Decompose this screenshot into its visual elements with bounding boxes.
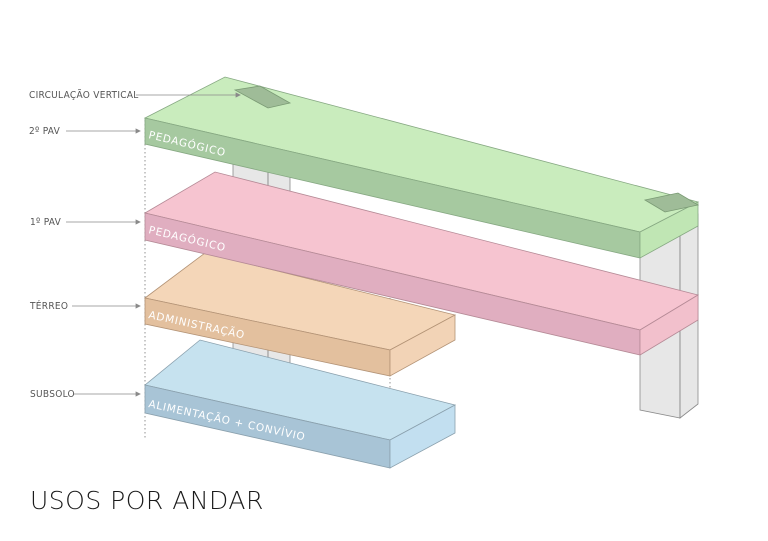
page-title: USOS POR ANDAR bbox=[30, 486, 264, 515]
slab-subsolo-side bbox=[389, 404, 456, 469]
circulation-opening-right bbox=[643, 192, 700, 213]
slab-pav2 bbox=[143, 76, 700, 259]
label-2-pav: 2º PAV bbox=[29, 126, 61, 137]
slab-pav1-side bbox=[639, 294, 699, 356]
slab-terreo-side bbox=[389, 314, 456, 377]
slab-terreo bbox=[144, 252, 457, 377]
circulation-opening-center bbox=[233, 85, 292, 109]
slab-pav1 bbox=[143, 171, 700, 356]
leader-lines bbox=[66, 92, 241, 397]
slab-subsolo bbox=[144, 339, 457, 469]
label-terreo: TÉRREO bbox=[29, 299, 68, 312]
label-circulacao-vertical: CIRCULAÇÃO VERTICAL bbox=[29, 88, 139, 101]
slab-pav2-side bbox=[639, 201, 699, 259]
label-1-pav: 1º PAV bbox=[30, 217, 62, 228]
label-subsolo: SUBSOLO bbox=[30, 389, 75, 400]
